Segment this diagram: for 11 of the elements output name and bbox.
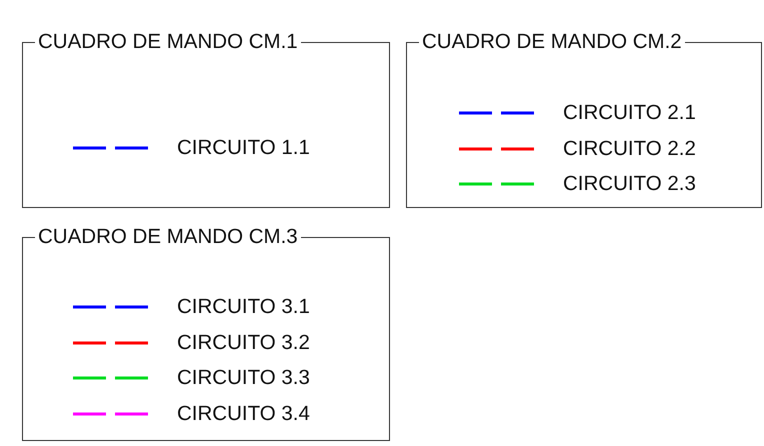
legend-label: CIRCUITO 2.1 xyxy=(563,101,696,125)
panel-title: CUADRO DE MANDO CM.1 xyxy=(37,30,299,54)
panel-title: CUADRO DE MANDO CM.3 xyxy=(37,225,299,249)
legend-label: CIRCUITO 3.2 xyxy=(177,331,310,355)
legend-label: CIRCUITO 3.3 xyxy=(177,366,310,390)
legend-label: CIRCUITO 3.4 xyxy=(177,402,310,426)
legend-label: CIRCUITO 2.2 xyxy=(563,137,696,161)
panel-title: CUADRO DE MANDO CM.2 xyxy=(421,30,683,54)
legend-label: CIRCUITO 3.1 xyxy=(177,295,310,319)
legend-label: CIRCUITO 2.3 xyxy=(563,172,696,196)
legend-label: CIRCUITO 1.1 xyxy=(177,136,310,160)
